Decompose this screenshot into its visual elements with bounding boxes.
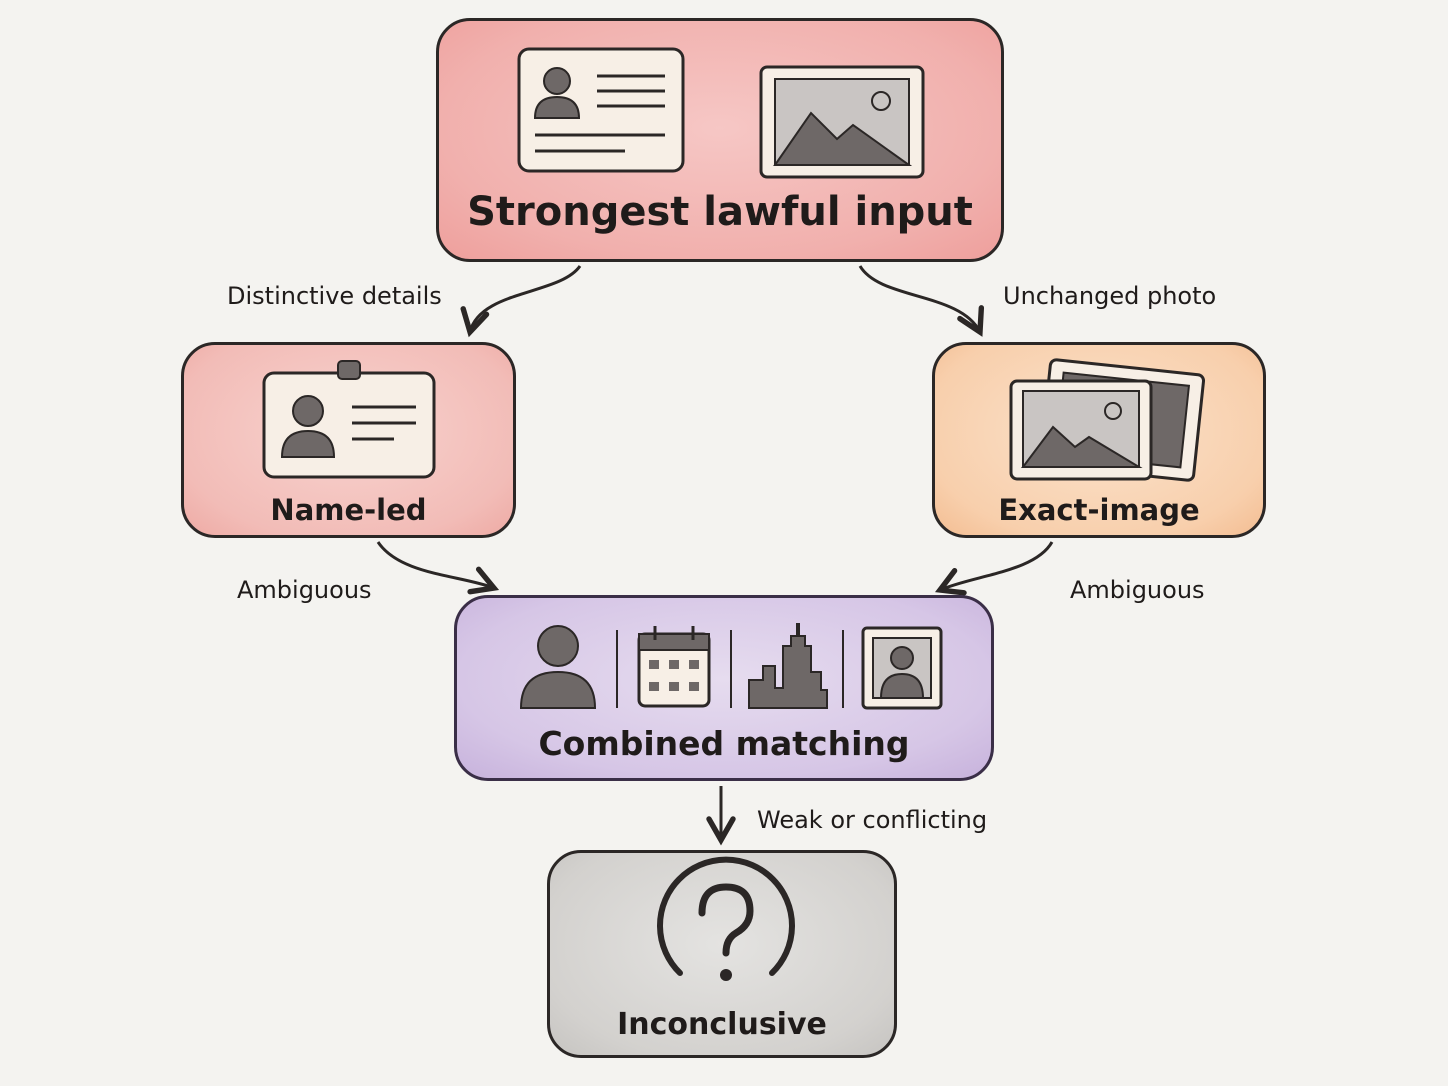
photo-stack-icon <box>1009 358 1206 482</box>
node-combined-matching: Combined matching <box>454 595 994 781</box>
arrow-strongest-to-exact-image <box>858 265 985 337</box>
node-exact-image: Exact-image <box>932 342 1266 538</box>
edge-label-distinctive-details: Distinctive details <box>227 282 442 310</box>
node-label-inconclusive: Inconclusive <box>617 1007 827 1042</box>
edge-label-ambiguous-left: Ambiguous <box>237 576 372 604</box>
node-combined-icons <box>519 623 943 710</box>
city-icon <box>748 623 828 709</box>
node-name-led-icons <box>262 360 436 479</box>
calendar-icon <box>637 626 711 708</box>
question-circle-icon <box>657 856 795 981</box>
edge-label-ambiguous-right: Ambiguous <box>1070 576 1205 604</box>
node-exact-image-icons <box>1009 358 1206 482</box>
arrow-exact-image-to-combined <box>934 541 1054 596</box>
node-strongest-icons <box>517 47 925 179</box>
node-label-strongest: Strongest lawful input <box>467 189 973 235</box>
id-card-icon <box>517 47 685 173</box>
portrait-icon <box>861 626 943 710</box>
node-label-name-led: Name-led <box>270 493 427 527</box>
photo-icon <box>759 65 925 179</box>
node-label-exact-image: Exact-image <box>998 493 1200 527</box>
node-label-combined: Combined matching <box>538 724 910 763</box>
node-name-led: Name-led <box>181 342 516 538</box>
badge-icon <box>262 360 436 479</box>
person-icon <box>519 625 597 709</box>
arrow-strongest-to-name-led <box>460 265 582 338</box>
edge-label-weak-or-conflicting: Weak or conflicting <box>757 806 988 834</box>
node-inconclusive: Inconclusive <box>547 850 897 1058</box>
arrow-name-led-to-combined <box>376 541 500 595</box>
node-inconclusive-icons <box>657 856 795 981</box>
node-strongest-lawful-input: Strongest lawful input <box>436 18 1004 262</box>
edge-label-unchanged-photo: Unchanged photo <box>1003 282 1217 310</box>
